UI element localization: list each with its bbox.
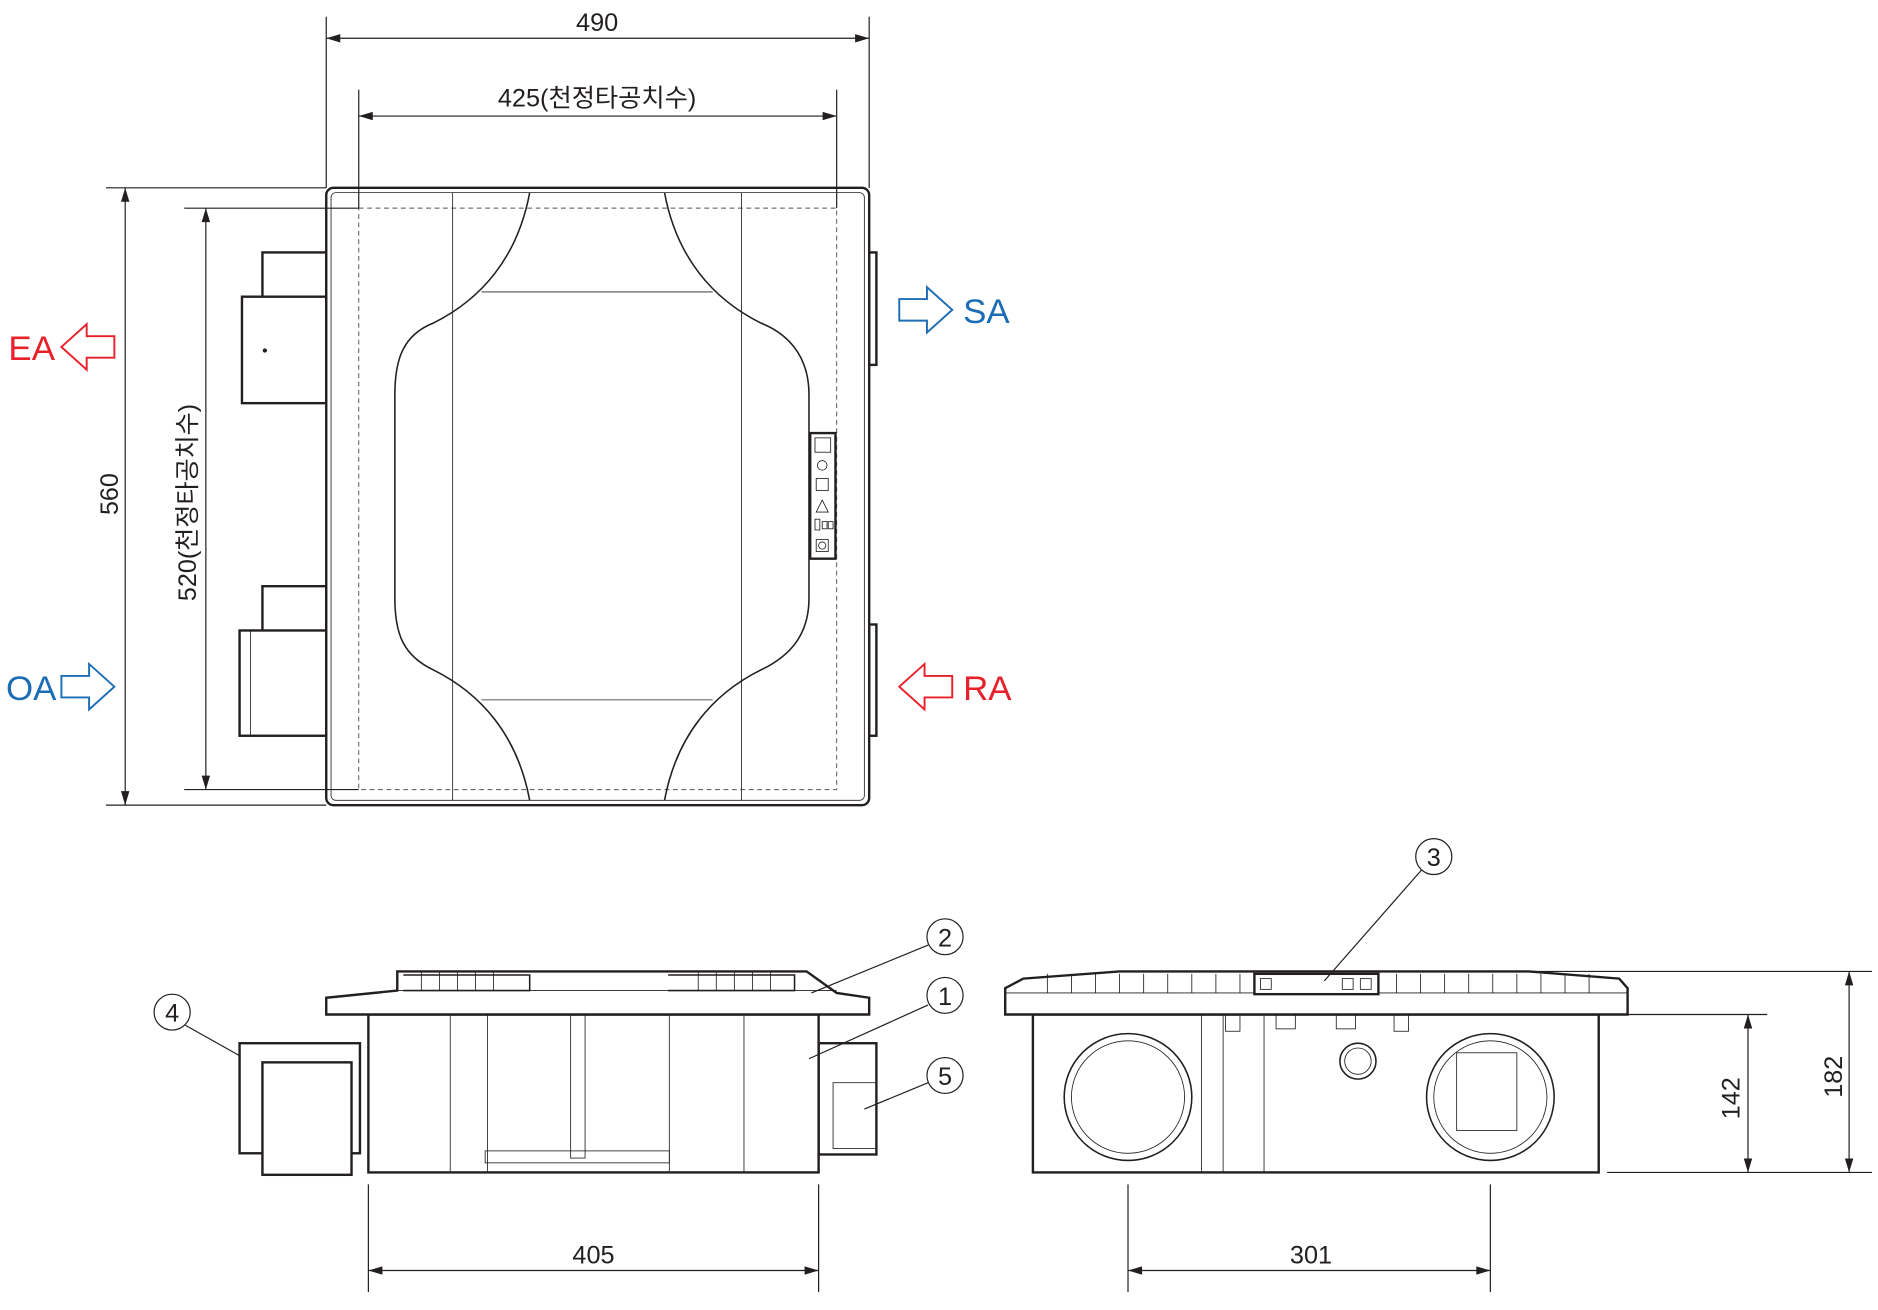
svg-text:182: 182 (1820, 1056, 1848, 1098)
top-view (238, 186, 878, 807)
unit-body-top (325, 186, 871, 807)
arrow-right-icon (60, 661, 116, 712)
duct-port-right (1425, 1032, 1555, 1162)
duct-port-left (1063, 1032, 1193, 1162)
svg-text:301: 301 (1290, 1241, 1332, 1269)
side-lid (325, 970, 871, 1016)
callout-4: 4 (153, 993, 242, 1057)
ra-label: RA (963, 669, 1012, 708)
sa-label: SA (963, 292, 1010, 331)
callout-3: 3 (1323, 838, 1453, 982)
airflow-oa: OA (6, 661, 116, 712)
front-view (1004, 970, 1629, 1174)
svg-text:5: 5 (938, 1063, 952, 1091)
callout-5: 5 (864, 1056, 964, 1110)
duct-5 (817, 1042, 878, 1156)
svg-text:4: 4 (165, 1000, 179, 1028)
callout-1: 1 (808, 976, 964, 1060)
side-body (367, 1013, 820, 1174)
dimension-490: 490 (325, 9, 870, 188)
svg-text:520(천정타공치수): 520(천정타공치수) (174, 404, 202, 601)
side-view (238, 970, 878, 1177)
front-control-panel (1253, 972, 1380, 996)
svg-text:490: 490 (576, 9, 618, 37)
airflow-ea: EA (8, 322, 116, 372)
svg-text:142: 142 (1717, 1077, 1745, 1119)
svg-text:425(천정타공치수): 425(천정타공치수) (498, 85, 696, 113)
airflow-ra: RA (897, 661, 1012, 712)
dimension-301: 301 (1127, 1184, 1491, 1293)
dimension-182: 182 (1528, 970, 1872, 1173)
dimension-520: 520(천정타공치수) (174, 207, 359, 791)
dimension-560: 560 (96, 187, 327, 806)
ea-label: EA (8, 329, 55, 368)
dimension-405: 405 (367, 1184, 820, 1293)
airflow-sa: SA (898, 284, 1010, 335)
arrow-left-icon (59, 322, 116, 372)
arrow-left-icon (897, 661, 954, 712)
control-panel (808, 431, 837, 560)
heat-exchanger-left-contour (394, 192, 531, 801)
duct-4 (261, 1061, 353, 1177)
callout-2: 2 (811, 918, 964, 994)
svg-text:1: 1 (938, 983, 952, 1011)
dimension-425: 425(천정타공치수) (358, 85, 838, 209)
oa-label: OA (6, 669, 57, 708)
ea-duct (240, 295, 328, 405)
svg-text:2: 2 (938, 924, 952, 952)
svg-text:560: 560 (96, 473, 124, 515)
arrow-right-icon (898, 284, 954, 335)
svg-text:3: 3 (1427, 844, 1441, 872)
oa-duct (238, 629, 328, 737)
dimension-142: 142 (1607, 1013, 1872, 1174)
svg-text:405: 405 (572, 1241, 614, 1269)
